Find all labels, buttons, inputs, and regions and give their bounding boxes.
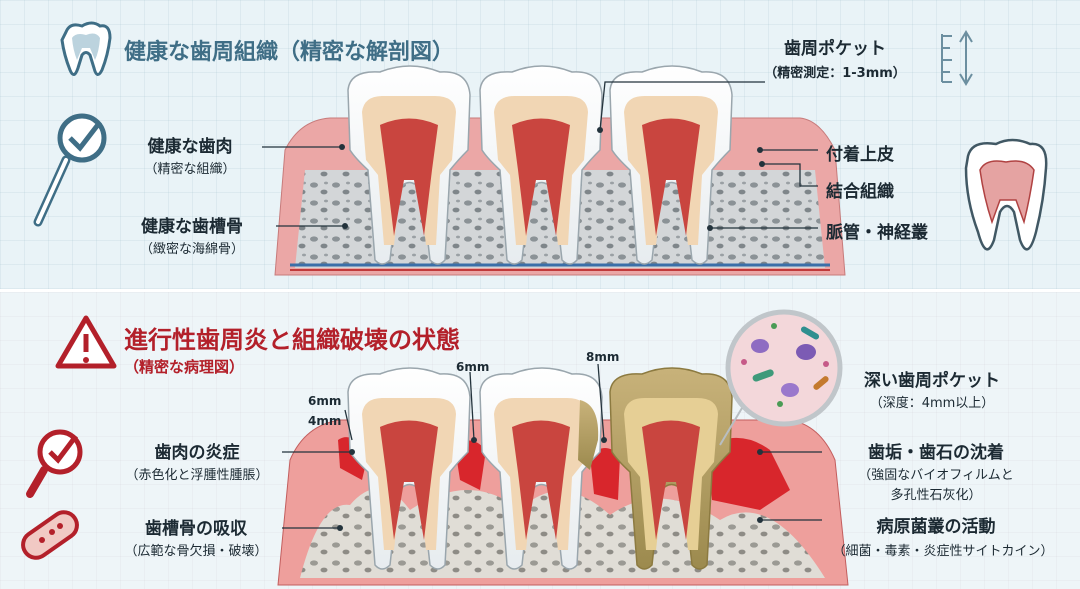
side-tooth-icon xyxy=(964,138,1048,251)
bone-resorption-sublabel: （広範な骨欠損・破壊） xyxy=(124,544,268,559)
plaque-tartar-sublabel-2: 多孔性石灰化） xyxy=(890,488,982,503)
magnifier-check-red-icon xyxy=(26,429,83,498)
pathogen-activity-label: 病原菌叢の活動 xyxy=(876,517,996,537)
magnifier-connector xyxy=(719,407,743,446)
healthy-teeth xyxy=(347,65,733,265)
pocket-label: 歯周ポケット xyxy=(784,39,886,59)
healthy-bone-label: 健康な歯槽骨 xyxy=(141,217,243,237)
pathogen-activity-sublabel: （細菌・毒素・炎症性サイトカイン） xyxy=(832,544,1054,559)
warning-icon xyxy=(55,315,117,369)
magnifier-check-icon xyxy=(33,113,107,227)
vessel-nerve-label: 脈管・神経叢 xyxy=(826,223,928,243)
ruler-icon xyxy=(941,30,973,86)
gum-inflammation-sublabel: （赤色化と浮腫性腫脹） xyxy=(125,468,269,483)
healthy-gum-sublabel: （精密な組織） xyxy=(144,162,236,177)
healthy-bone-sublabel: （緻密な海綿骨） xyxy=(139,242,244,257)
deep-pocket-sublabel: （深度：4mm以上） xyxy=(869,396,995,411)
pocket-sublabel: （精密測定：1-3mm） xyxy=(764,66,906,81)
depth-label-3: 6mm xyxy=(456,360,490,374)
depth-label-4: 8mm xyxy=(586,350,620,364)
healthy-title: 健康な歯周組織（精密な解剖図） xyxy=(124,40,455,65)
healthy-leader-lines xyxy=(262,81,818,229)
bone-resorption-label: 歯槽骨の吸収 xyxy=(145,519,247,539)
disease-subtitle: （精密な病理図） xyxy=(124,358,245,376)
healthy-leader-dots xyxy=(339,127,765,231)
disease-leader-dots xyxy=(337,437,763,531)
gum-inflammation-label: 歯肉の炎症 xyxy=(154,443,240,463)
connective-tissue-label: 結合組織 xyxy=(826,182,894,202)
plaque-tartar-sublabel: （強固なバイオフィルムと xyxy=(858,468,1014,483)
bacteria-icon xyxy=(21,510,79,560)
depth-label-1: 6mm xyxy=(308,394,342,408)
bacteria-magnified-view xyxy=(725,309,843,427)
plaque-tartar-label: 歯垢・歯石の沈着 xyxy=(868,443,1004,463)
deep-pocket-label: 深い歯周ポケット xyxy=(864,371,1000,391)
panel-divider xyxy=(0,289,1080,292)
disease-leader-lines xyxy=(282,363,822,529)
diseased-teeth xyxy=(347,367,733,570)
disease-title: 進行性歯周炎と組織破壊の状態 xyxy=(124,326,460,354)
healthy-gum-label: 健康な歯肉 xyxy=(147,137,233,157)
tooth-icon xyxy=(60,21,112,76)
attached-epithelium-label: 付着上皮 xyxy=(826,145,894,165)
depth-label-2: 4mm xyxy=(308,414,342,428)
